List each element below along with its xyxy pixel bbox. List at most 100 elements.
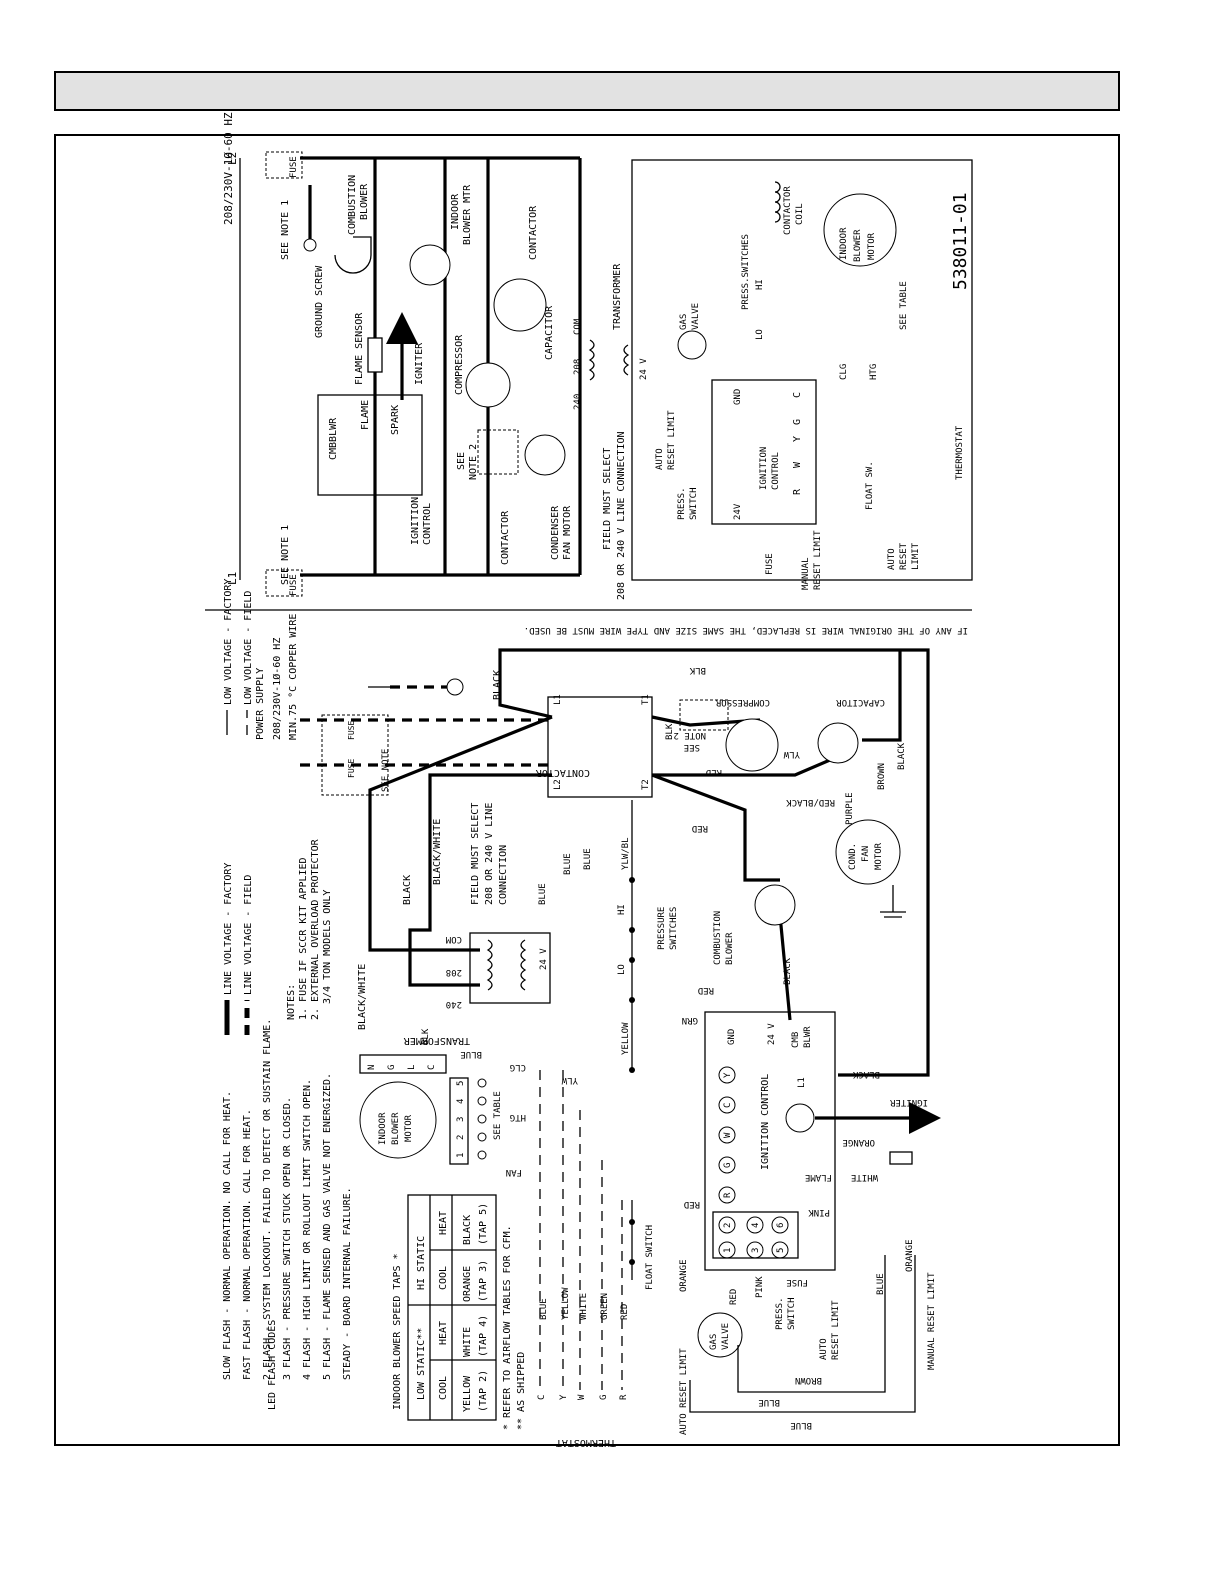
lbl-black-5: BLACK xyxy=(852,1069,880,1079)
speed-sub-2: HEAT xyxy=(438,1321,449,1345)
tap-com-label: COM xyxy=(573,318,583,335)
wiring-section: LED FLASH CODES SLOW FLASH - NORMAL OPER… xyxy=(222,579,941,1448)
auto-reset-1: AUTO xyxy=(655,448,665,470)
l1-label: L1 xyxy=(226,572,239,585)
plug-connector xyxy=(712,1211,799,1259)
float-node-2 xyxy=(629,1259,635,1265)
black-white-wire xyxy=(408,773,552,987)
igniter-socket xyxy=(785,1103,815,1133)
brown-blue-loop xyxy=(737,1255,886,1393)
wiring-transformer xyxy=(469,932,551,1004)
indoor-mtr-label-1: INDOOR xyxy=(450,193,461,230)
lbl-yellow: YELLOW xyxy=(621,1022,631,1055)
indoor-blower-motor-lv-icon xyxy=(823,193,897,267)
ps-node-5 xyxy=(629,1067,635,1073)
contactor-l1: L1 xyxy=(553,694,563,705)
wiring-field-select-2: 208 OR 240 V LINE xyxy=(484,803,495,905)
lo-label: LO xyxy=(755,329,765,340)
ps-node-2 xyxy=(629,927,635,933)
wiring-tap-240: 240 xyxy=(446,999,462,1009)
term-y: Y xyxy=(792,436,803,442)
indoor-mtr-label-2: BLOWER MTR xyxy=(462,184,473,245)
compressor-label: COMPRESSOR xyxy=(454,334,465,395)
lbl-red-5: RED xyxy=(729,1289,739,1305)
contactor-l2: L2 xyxy=(553,779,563,790)
wcfm-2: FAN xyxy=(861,846,871,862)
lbl-pink-1: PINK xyxy=(808,1207,830,1217)
lbl-black-2: BLACK xyxy=(402,875,413,905)
wiring-auto-reset-b1: AUTO xyxy=(819,1338,829,1360)
lbl-red-4: RED xyxy=(684,1199,700,1209)
speed-footnote-2: ** AS SHIPPED xyxy=(516,1352,527,1430)
stat-y: Y xyxy=(559,1394,569,1400)
ic-pin-w: W xyxy=(723,1132,733,1138)
wiring-fan: FAN xyxy=(506,1167,522,1177)
auto-reset-b1: AUTO xyxy=(887,548,897,570)
wiring-ic-24v: 24 V xyxy=(767,1023,777,1045)
document-number: 538011-01 xyxy=(950,192,971,290)
stat-lbl-green: GREEN xyxy=(600,1293,610,1320)
wiring-clg: CLG xyxy=(510,1062,526,1072)
lbl-blue-2: BLUE xyxy=(563,853,573,875)
wiring-ignition-control xyxy=(704,1011,836,1271)
wiring-htg: HTG xyxy=(510,1112,526,1122)
wgv-2: VALVE xyxy=(721,1323,731,1350)
speed-r2-c2: (TAP 4) xyxy=(478,1315,489,1357)
wiring-combustion-blower xyxy=(754,884,796,926)
wiring-gnd: GND xyxy=(727,1029,737,1045)
press-switch-2: SWITCH xyxy=(689,487,699,520)
capacitor-label: CAPACITOR xyxy=(544,305,555,360)
fuse-l2-label: FUSE xyxy=(289,156,299,178)
tap-terminal xyxy=(477,1150,487,1160)
wiring-igniter-label: IGNITER xyxy=(889,1097,928,1107)
wiring-transformer-label: TRANSFORMER xyxy=(403,1035,470,1046)
fuse-l1-label: FUSE xyxy=(289,574,299,596)
wiring-capacitor xyxy=(817,722,859,764)
ground-screw-icon xyxy=(303,238,317,252)
see-note-1-top: SEE NOTE 1 xyxy=(280,200,291,260)
lbl-blk-1: BLK xyxy=(689,665,706,675)
wiring-press-1: PRESS. xyxy=(775,1297,785,1330)
coil-label-1: CONTACTOR xyxy=(783,186,793,235)
tap-terminal xyxy=(477,1132,487,1142)
lbl-black-3: BLACK xyxy=(897,742,907,770)
lbl-blue-1: BLUE xyxy=(538,883,548,905)
red-combustion-wire xyxy=(651,773,780,882)
ic-pin-w-circle xyxy=(718,1126,736,1144)
wiring-see-table: SEE TABLE xyxy=(493,1091,503,1140)
plug-pin-5: 5 xyxy=(776,1248,786,1253)
plug-pin-6-circle xyxy=(771,1216,789,1234)
led-code-item: STEADY - BOARD INTERNAL FAILURE. xyxy=(342,1187,353,1380)
tap-pin-5: 5 xyxy=(456,1081,466,1086)
wiring-note2-1: SEE xyxy=(684,742,700,752)
cmbblwr-label: CMBBLWR xyxy=(328,417,339,460)
wiring-compressor-label: COMPRESSOR xyxy=(715,697,770,707)
cmb-blwr-1: CMB xyxy=(791,1032,801,1048)
condenser-label-1: CONDENSER xyxy=(550,505,561,560)
lbl-blk-3: BLK xyxy=(665,723,675,740)
notes-title: NOTES: xyxy=(286,984,297,1020)
ground-screw-icon-2 xyxy=(446,678,464,696)
term-24v: 24V xyxy=(733,503,743,520)
power-supply-title: POWER SUPPLY xyxy=(255,668,266,740)
speed-r2-c3: (TAP 3) xyxy=(478,1260,489,1302)
term-c: C xyxy=(792,392,803,398)
lbl-brown-2: BROWN xyxy=(795,1375,822,1385)
ibm-label-3: MOTOR xyxy=(867,232,877,260)
led-code-item: 2 FLASH - SYSTEM LOCKOUT. FAILED TO DETE… xyxy=(262,1019,273,1380)
htg-label: HTG xyxy=(869,364,879,380)
ps-label-2: SWITCHES xyxy=(669,907,679,950)
led-code-item: 5 FLASH - FLAME SENSED AND GAS VALVE NOT… xyxy=(322,1073,333,1380)
ibm-label-2: BLOWER xyxy=(853,229,863,262)
ignition-control-module xyxy=(711,379,817,525)
flame-sensor-icon xyxy=(367,337,383,373)
plug-pin-6: 6 xyxy=(776,1223,786,1228)
lbl-red-1: RED xyxy=(706,767,722,777)
plug-pin-3: 3 xyxy=(751,1248,761,1253)
led-codes-title: LED FLASH CODES xyxy=(267,1320,278,1410)
led-code-item: 4 FLASH - HIGH LIMIT OR ROLLOUT LIMIT SW… xyxy=(302,1079,313,1380)
speed-r2-c1: (TAP 2) xyxy=(478,1370,489,1412)
lbl-blue-5: BLUE xyxy=(876,1273,886,1295)
speed-table-title: INDOOR BLOWER SPEED TAPS * xyxy=(392,1253,403,1410)
lbl-orange-1: ORANGE xyxy=(842,1137,875,1147)
